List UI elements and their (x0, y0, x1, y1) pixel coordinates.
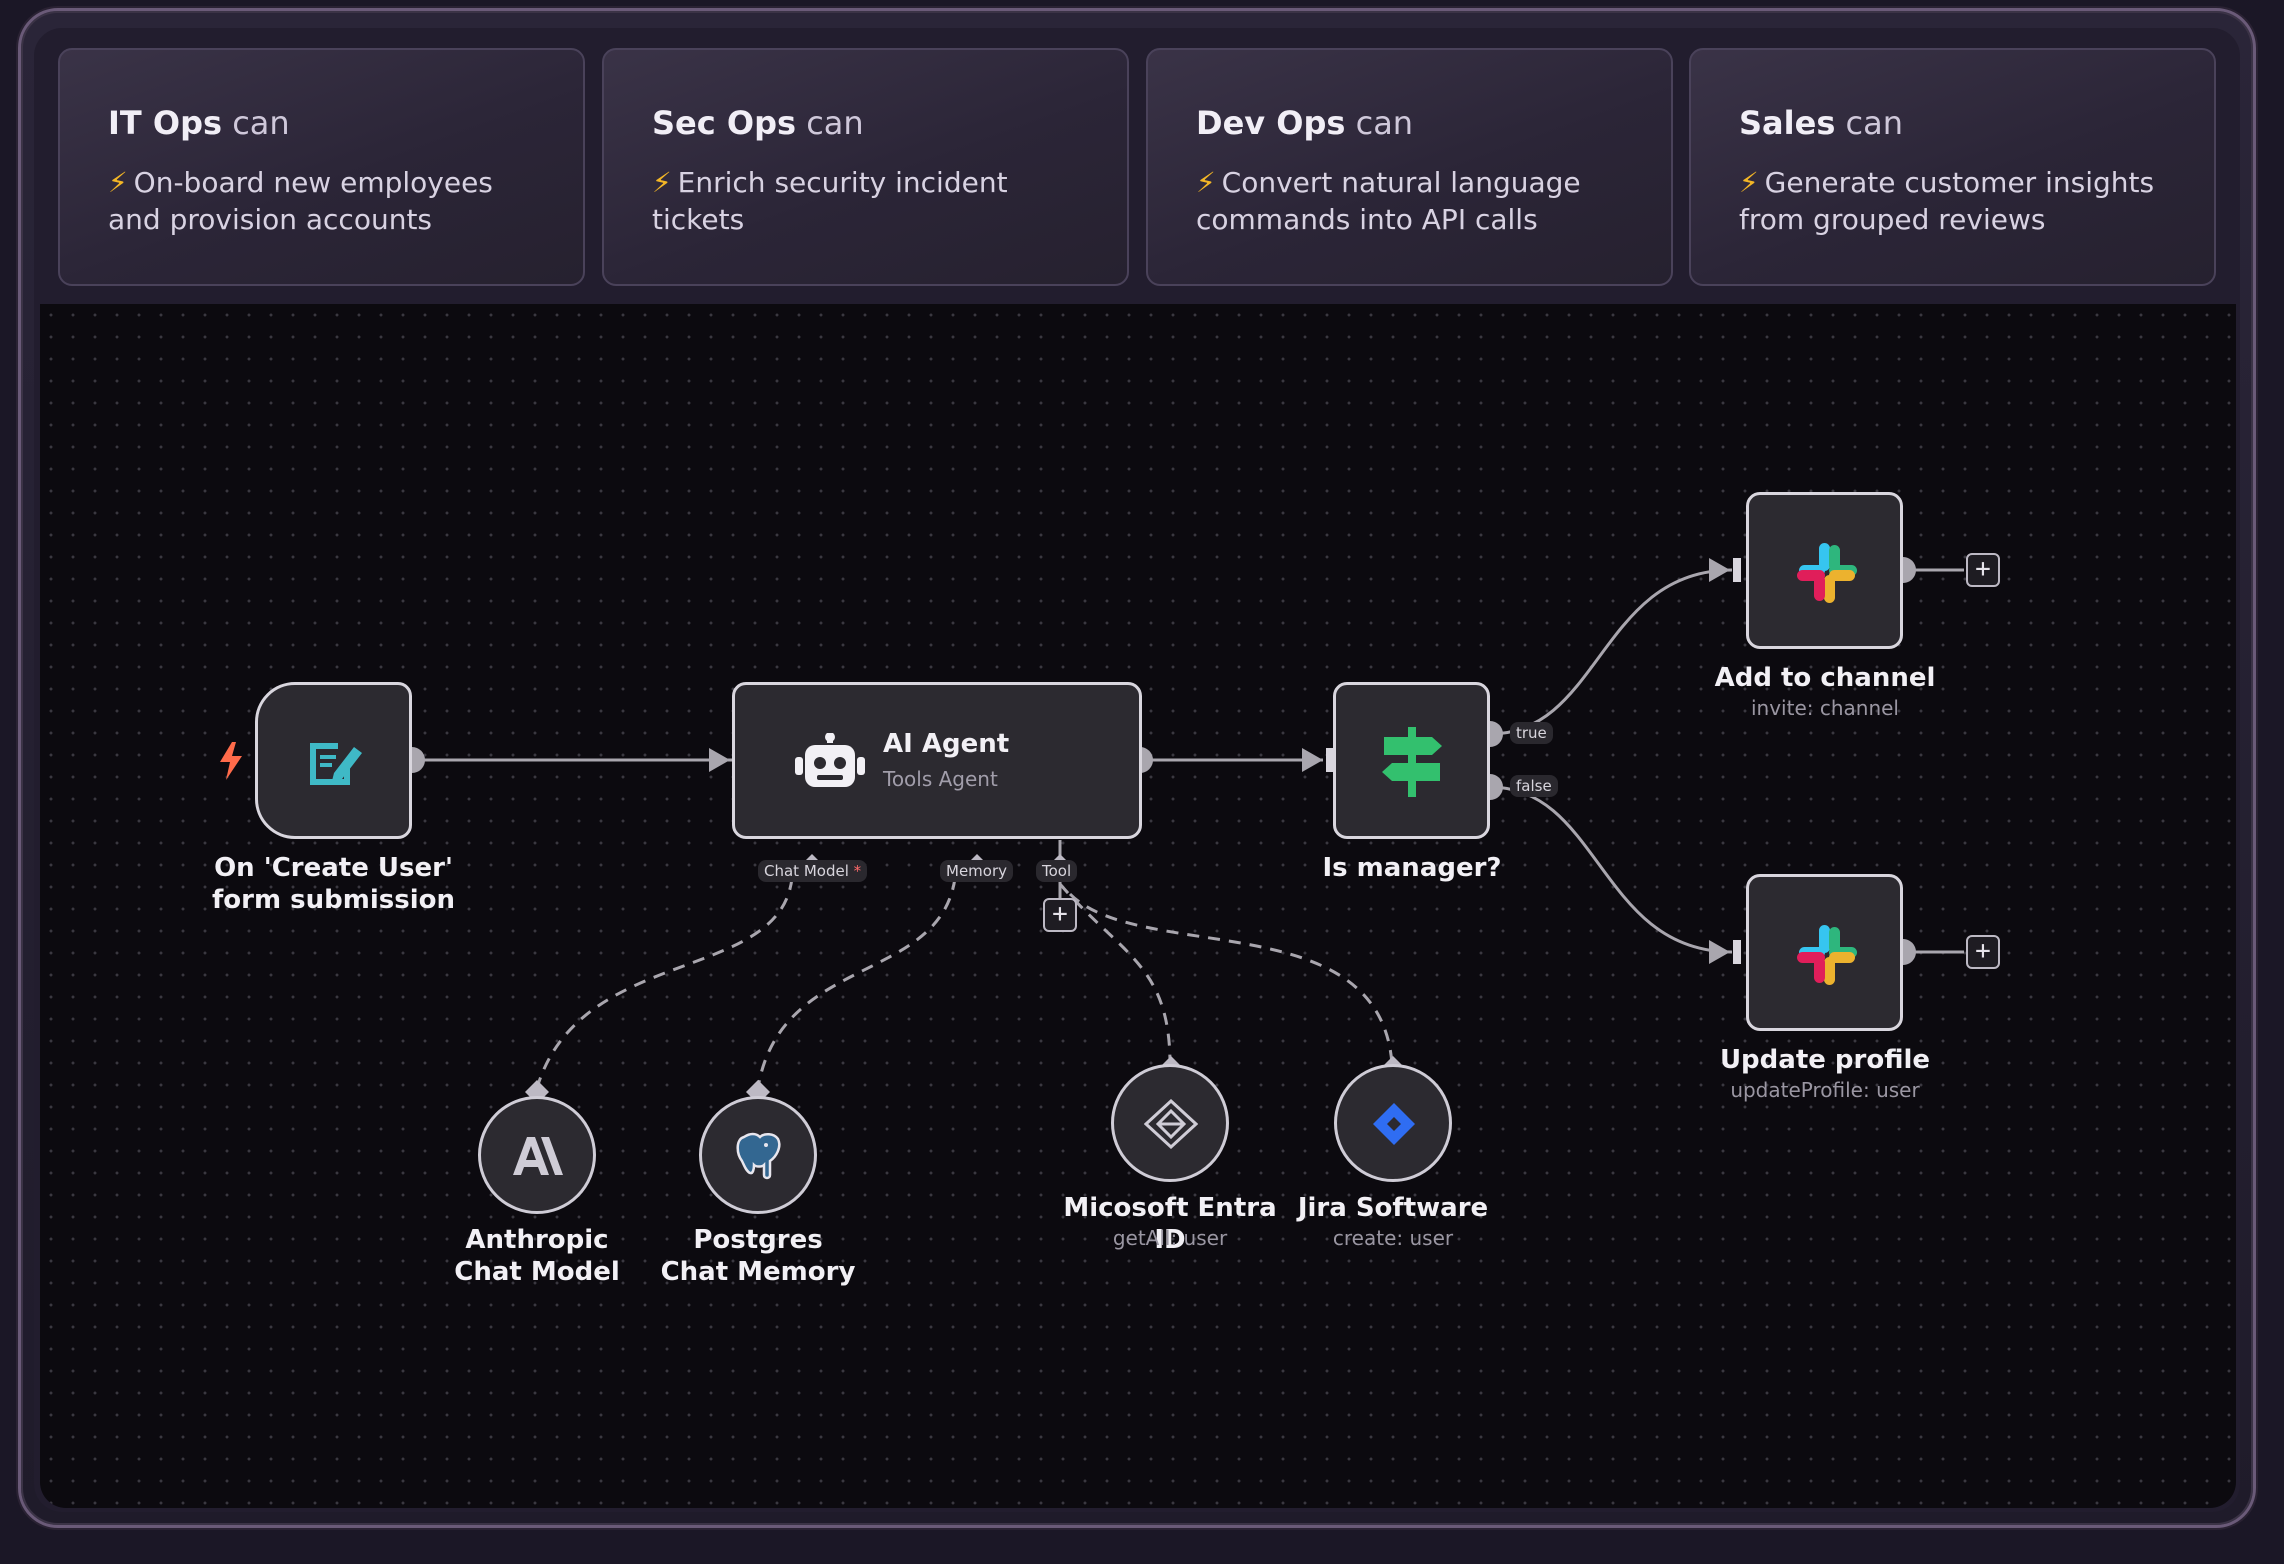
card-title: IT Ops can (108, 104, 290, 142)
is-manager-node[interactable] (1333, 682, 1490, 839)
form-pencil-icon (310, 743, 362, 785)
add-to-channel-subtitle: invite: channel (1750, 696, 1899, 720)
card-title: Sales can (1739, 104, 1904, 142)
input-arrow (1302, 748, 1323, 772)
bolt-icon: ⚡ (108, 166, 128, 199)
slack-icon (1797, 543, 1857, 603)
ai-agent-node[interactable]: AI Agent Tools Agent (732, 682, 1142, 839)
connection-anthropic (535, 877, 794, 1089)
card-description: ⚡Enrich security incident tickets (652, 166, 1008, 236)
input-port (1326, 748, 1334, 772)
true-branch-label: true (1510, 722, 1553, 744)
connection-postgres (756, 877, 957, 1089)
bolt-icon: ⚡ (652, 166, 672, 199)
update-profile-subtitle: updateProfile: user (1730, 1078, 1920, 1102)
entra-diamond-icon (1144, 1099, 1198, 1149)
jira-software-node[interactable] (1334, 1064, 1452, 1182)
add-node-button[interactable]: + (1966, 935, 2000, 969)
is-manager-label: Is manager? (1322, 853, 1502, 883)
trigger-bolt-icon (220, 742, 242, 780)
entra-label: Micosoft Entra ID (1063, 1193, 1277, 1255)
entra-subtitle: getAll: user (1112, 1226, 1228, 1250)
postgres-chat-memory-node[interactable] (699, 1096, 817, 1214)
tool-port-label: Tool (1036, 860, 1078, 882)
card-title: Dev Ops can (1196, 104, 1414, 142)
agent-title: AI Agent (883, 729, 1010, 759)
add-to-channel-label: Add to channel (1714, 663, 1936, 693)
card-dev-ops: Dev Ops can ⚡Convert natural language co… (1146, 48, 1673, 286)
memory-port-label: Memory (940, 860, 1014, 882)
anthropic-chat-model-node[interactable] (478, 1096, 596, 1214)
update-profile-label: Update profile (1719, 1045, 1931, 1075)
input-arrow (709, 748, 730, 772)
bolt-icon: ⚡ (1196, 166, 1216, 199)
card-it-ops: IT Ops can ⚡On-board new employees and p… (58, 48, 585, 286)
input-port (1733, 940, 1741, 964)
card-sec-ops: Sec Ops can ⚡Enrich security incident ti… (602, 48, 1129, 286)
postgres-elephant-icon (736, 1132, 781, 1180)
workflow-canvas[interactable]: On 'Create User' form submission AI Agen… (40, 304, 2236, 1508)
anthropic-label: Anthropic Chat Model (454, 1225, 620, 1287)
card-description: ⚡Convert natural language commands into … (1196, 166, 1581, 236)
bolt-icon: ⚡ (1739, 166, 1759, 199)
microsoft-entra-node[interactable] (1111, 1064, 1229, 1182)
jira-label: Jira Software (1297, 1193, 1489, 1223)
postgres-label: Postgres Chat Memory (660, 1225, 856, 1287)
add-node-button[interactable]: + (1966, 553, 2000, 587)
update-profile-node[interactable] (1746, 874, 1903, 1031)
chat-model-port-label: Chat Model * (758, 860, 868, 882)
card-title: Sec Ops can (652, 104, 864, 142)
connection-entra (1058, 883, 1172, 1065)
robot-icon (795, 733, 865, 787)
signpost-icon (1382, 727, 1442, 797)
agent-subtitle: Tools Agent (883, 767, 998, 791)
slack-icon (1797, 925, 1857, 985)
anthropic-icon (513, 1137, 563, 1175)
input-port (1733, 558, 1741, 582)
input-arrow (1709, 940, 1730, 964)
add-to-channel-node[interactable] (1746, 492, 1903, 649)
trigger-node-label: On 'Create User' form submission (212, 853, 455, 915)
false-branch-label: false (1510, 775, 1558, 797)
connection-jira (1068, 892, 1394, 1065)
card-description: ⚡Generate customer insights from grouped… (1739, 166, 2155, 236)
jira-icon (1373, 1103, 1415, 1145)
trigger-node[interactable] (255, 682, 412, 839)
jira-subtitle: create: user (1332, 1226, 1454, 1250)
add-tool-button[interactable]: + (1043, 898, 1077, 932)
input-arrow (1709, 558, 1730, 582)
card-description: ⚡On-board new employees and provision ac… (108, 166, 493, 236)
card-sales: Sales can ⚡Generate customer insights fr… (1689, 48, 2216, 286)
